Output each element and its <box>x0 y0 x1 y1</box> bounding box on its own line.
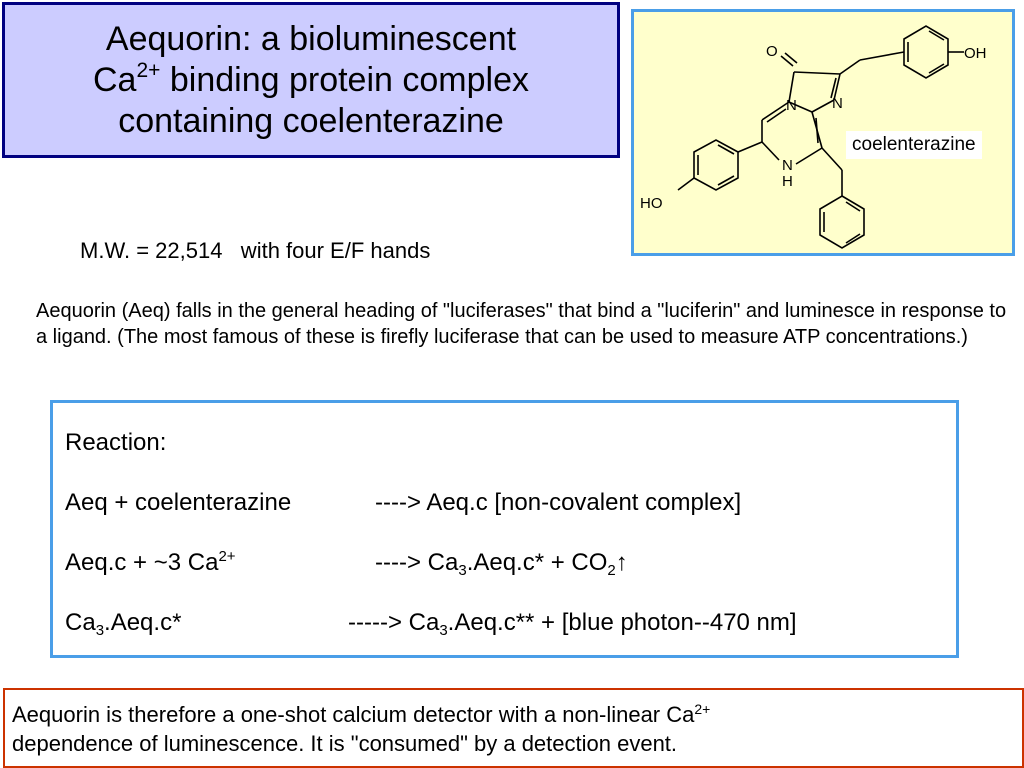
svg-text:N: N <box>782 157 793 174</box>
reaction-step-2: Aeq.c + ~3 Ca2+ ----> Ca3.Aeq.c* + CO2↑ <box>65 548 628 579</box>
reaction-step-1: Aeq + coelenterazine ----> Aeq.c [non-co… <box>65 489 742 516</box>
reaction-panel: Reaction: Aeq + coelenterazine ----> Aeq… <box>50 400 959 658</box>
reaction-heading: Reaction: <box>65 429 167 456</box>
up-arrow-icon: ↑ <box>615 549 628 576</box>
svg-text:N: N <box>832 95 843 112</box>
title-line-1: Aequorin: a bioluminescent <box>105 19 517 58</box>
conclusion-line-2: dependence of luminescence. It is "consu… <box>12 731 678 756</box>
conclusion-box: Aequorin is therefore a one-shot calcium… <box>3 688 1024 768</box>
reaction-step-3: Ca3.Aeq.c* -----> Ca3.Aeq.c** + [blue ph… <box>65 609 797 639</box>
conclusion-line-1: Aequorin is therefore a one-shot calcium… <box>12 701 711 727</box>
svg-text:OH: OH <box>964 45 987 62</box>
title-line-2: Ca2+ binding protein complex <box>93 58 529 99</box>
slide-title: Aequorin: a bioluminescent Ca2+ binding … <box>2 2 620 158</box>
intro-paragraph: Aequorin (Aeq) falls in the general head… <box>36 300 1007 348</box>
title-line-3: containing coelenterazine <box>118 101 504 140</box>
structure-label: coelenterazine <box>846 131 982 159</box>
molecular-weight-line: M.W. = 22,514 with four E/F hands <box>80 238 431 263</box>
coelenterazine-structure-panel: O N N N H OH HO coelenterazine <box>631 9 1015 256</box>
coelenterazine-structure-drawing: O N N N H OH HO <box>640 25 987 249</box>
svg-text:N: N <box>786 97 797 114</box>
svg-text:HO: HO <box>640 195 663 212</box>
svg-text:H: H <box>782 173 793 190</box>
svg-text:O: O <box>766 43 778 60</box>
